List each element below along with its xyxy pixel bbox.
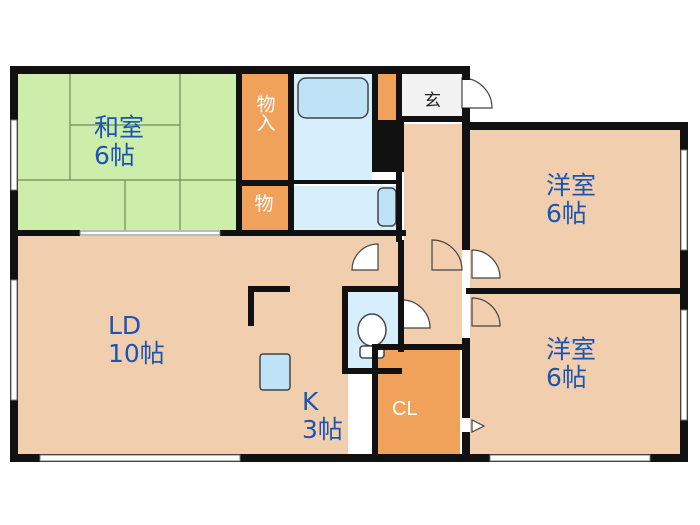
oshiire-text: 物入	[253, 94, 276, 132]
kitchen-name: K	[302, 387, 319, 416]
cl-label: CL	[392, 398, 418, 421]
mono-text: 物	[254, 193, 274, 215]
kitchen-floor	[296, 290, 346, 454]
windows	[10, 119, 688, 462]
bathtub-icon	[297, 77, 369, 119]
cl-text: CL	[392, 398, 418, 420]
cl-area	[378, 350, 460, 454]
yoshitsu-upper-name: 洋室	[546, 171, 597, 200]
kitchen-label: K 3帖	[302, 388, 343, 444]
mono-label: 物	[246, 194, 282, 215]
oshiire-area	[240, 72, 288, 180]
washitsu-label: 和室 6帖	[94, 114, 144, 170]
yoshitsu-lower-size: 6帖	[546, 363, 587, 392]
oshiire-label: 物入	[246, 94, 282, 137]
mono-area	[240, 186, 288, 230]
washitsu-size: 6帖	[94, 141, 135, 170]
sink-icon	[259, 353, 291, 391]
washitsu-name: 和室	[94, 113, 145, 142]
walls	[10, 66, 688, 462]
yoshitsu-upper-size: 6帖	[546, 199, 587, 228]
ld-label: LD 10帖	[108, 312, 165, 368]
yoshitsu-upper-label: 洋室 6帖	[546, 172, 596, 228]
yoshitsu-lower-floor	[470, 294, 682, 454]
washbasin-icon	[377, 187, 397, 227]
yoshitsu-lower-name: 洋室	[546, 335, 597, 364]
genkan-text: 玄	[424, 91, 441, 111]
genkan-label: 玄	[424, 86, 441, 111]
kitchen-size: 3帖	[302, 415, 343, 444]
tatami-lines	[14, 72, 236, 230]
yoshitsu-lower-label: 洋室 6帖	[546, 336, 596, 392]
ld-size: 10帖	[108, 339, 165, 368]
yoshitsu-upper-floor	[470, 130, 682, 288]
door-swings	[351, 77, 501, 433]
genkan-area	[402, 72, 462, 122]
ld-name: LD	[108, 311, 142, 340]
small-closet-top	[378, 72, 396, 120]
